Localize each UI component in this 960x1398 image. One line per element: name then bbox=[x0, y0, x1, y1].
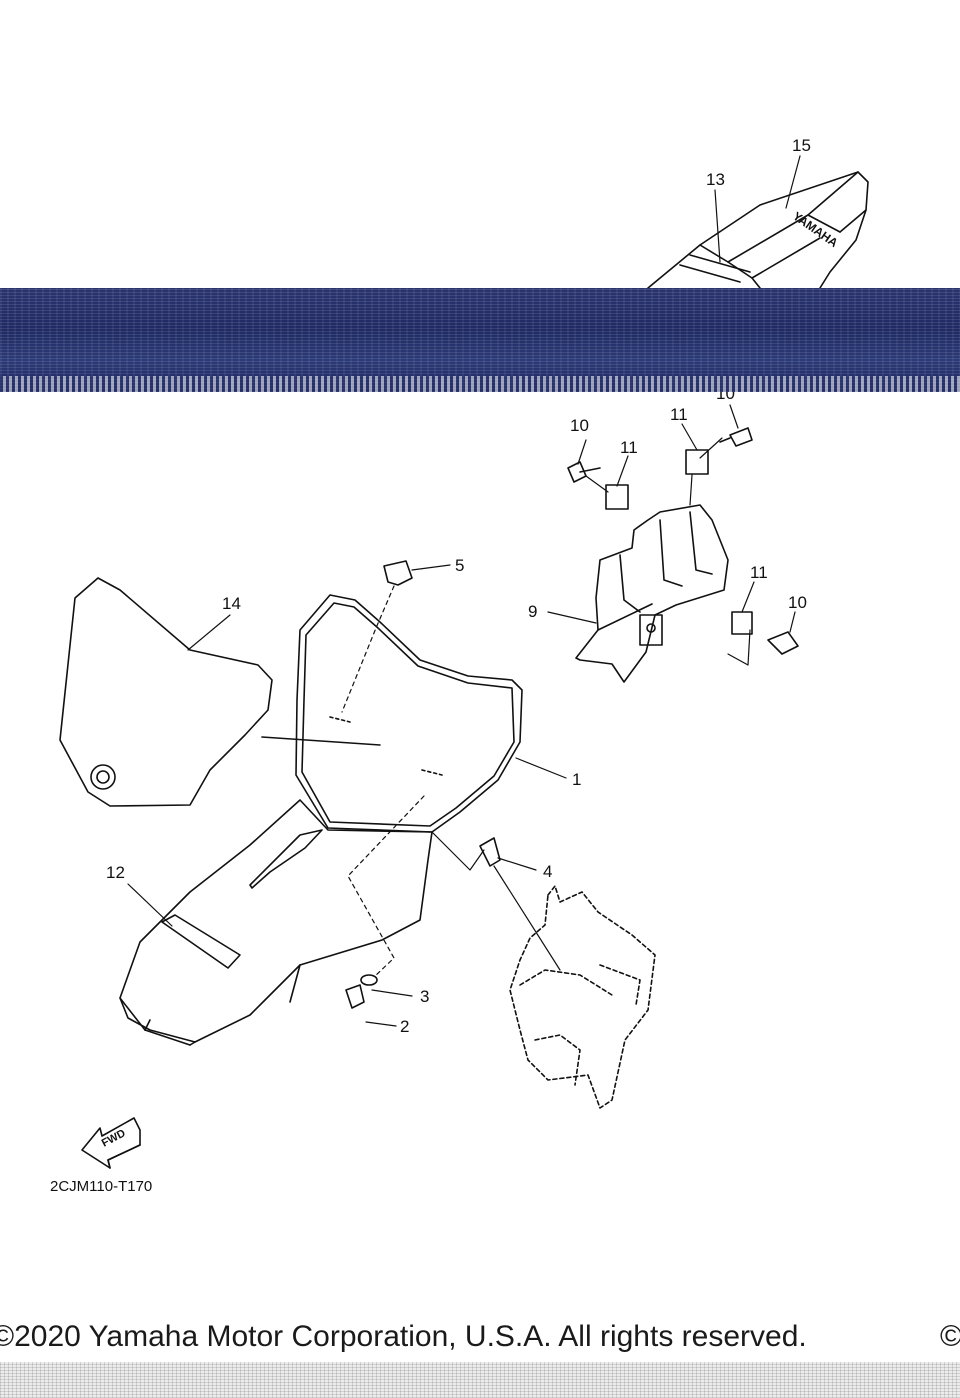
windshield-part bbox=[295, 594, 523, 833]
callout-5: 5 bbox=[455, 556, 464, 575]
callout-1: 1 bbox=[572, 770, 581, 789]
front-cowling-part bbox=[119, 799, 433, 1046]
callout-4: 4 bbox=[543, 862, 552, 881]
side-panel-part bbox=[59, 577, 381, 807]
callout-10c: 10 bbox=[788, 593, 807, 612]
callout-11a: 11 bbox=[620, 438, 638, 457]
fastener-parts bbox=[345, 427, 799, 1009]
callout-11b: 11 bbox=[670, 405, 688, 424]
seat-part bbox=[647, 171, 869, 289]
callout-13: 13 bbox=[706, 170, 725, 189]
copyright-symbol-right: © bbox=[940, 1320, 960, 1353]
callout-2: 2 bbox=[400, 1017, 409, 1036]
callout-11c: 11 bbox=[750, 563, 768, 582]
callout-labels: 1 2 3 4 5 9 10 10 10 11 11 11 12 13 14 1… bbox=[106, 136, 811, 1036]
callout-3: 3 bbox=[420, 987, 429, 1006]
callout-15: 15 bbox=[792, 136, 811, 155]
overlay-banner-edge bbox=[0, 376, 960, 392]
copyright-notice: ©2020 Yamaha Motor Corporation, U.S.A. A… bbox=[0, 1320, 807, 1353]
seat-brand-text: YAMAHA bbox=[790, 209, 841, 250]
callout-12: 12 bbox=[106, 863, 125, 882]
inner-housing-part bbox=[509, 885, 656, 1109]
footer-noise-strip bbox=[0, 1362, 960, 1398]
callout-9: 9 bbox=[528, 602, 537, 621]
leader-lines bbox=[127, 155, 801, 1027]
fwd-arrow: FWD bbox=[81, 1117, 141, 1169]
overlay-banner bbox=[0, 288, 960, 392]
diagram-code: 2CJM110-T170 bbox=[50, 1178, 153, 1195]
fwd-label: FWD bbox=[100, 1127, 128, 1149]
bracket-part bbox=[575, 504, 729, 683]
callout-10a: 10 bbox=[570, 416, 589, 435]
callout-14: 14 bbox=[222, 594, 241, 613]
